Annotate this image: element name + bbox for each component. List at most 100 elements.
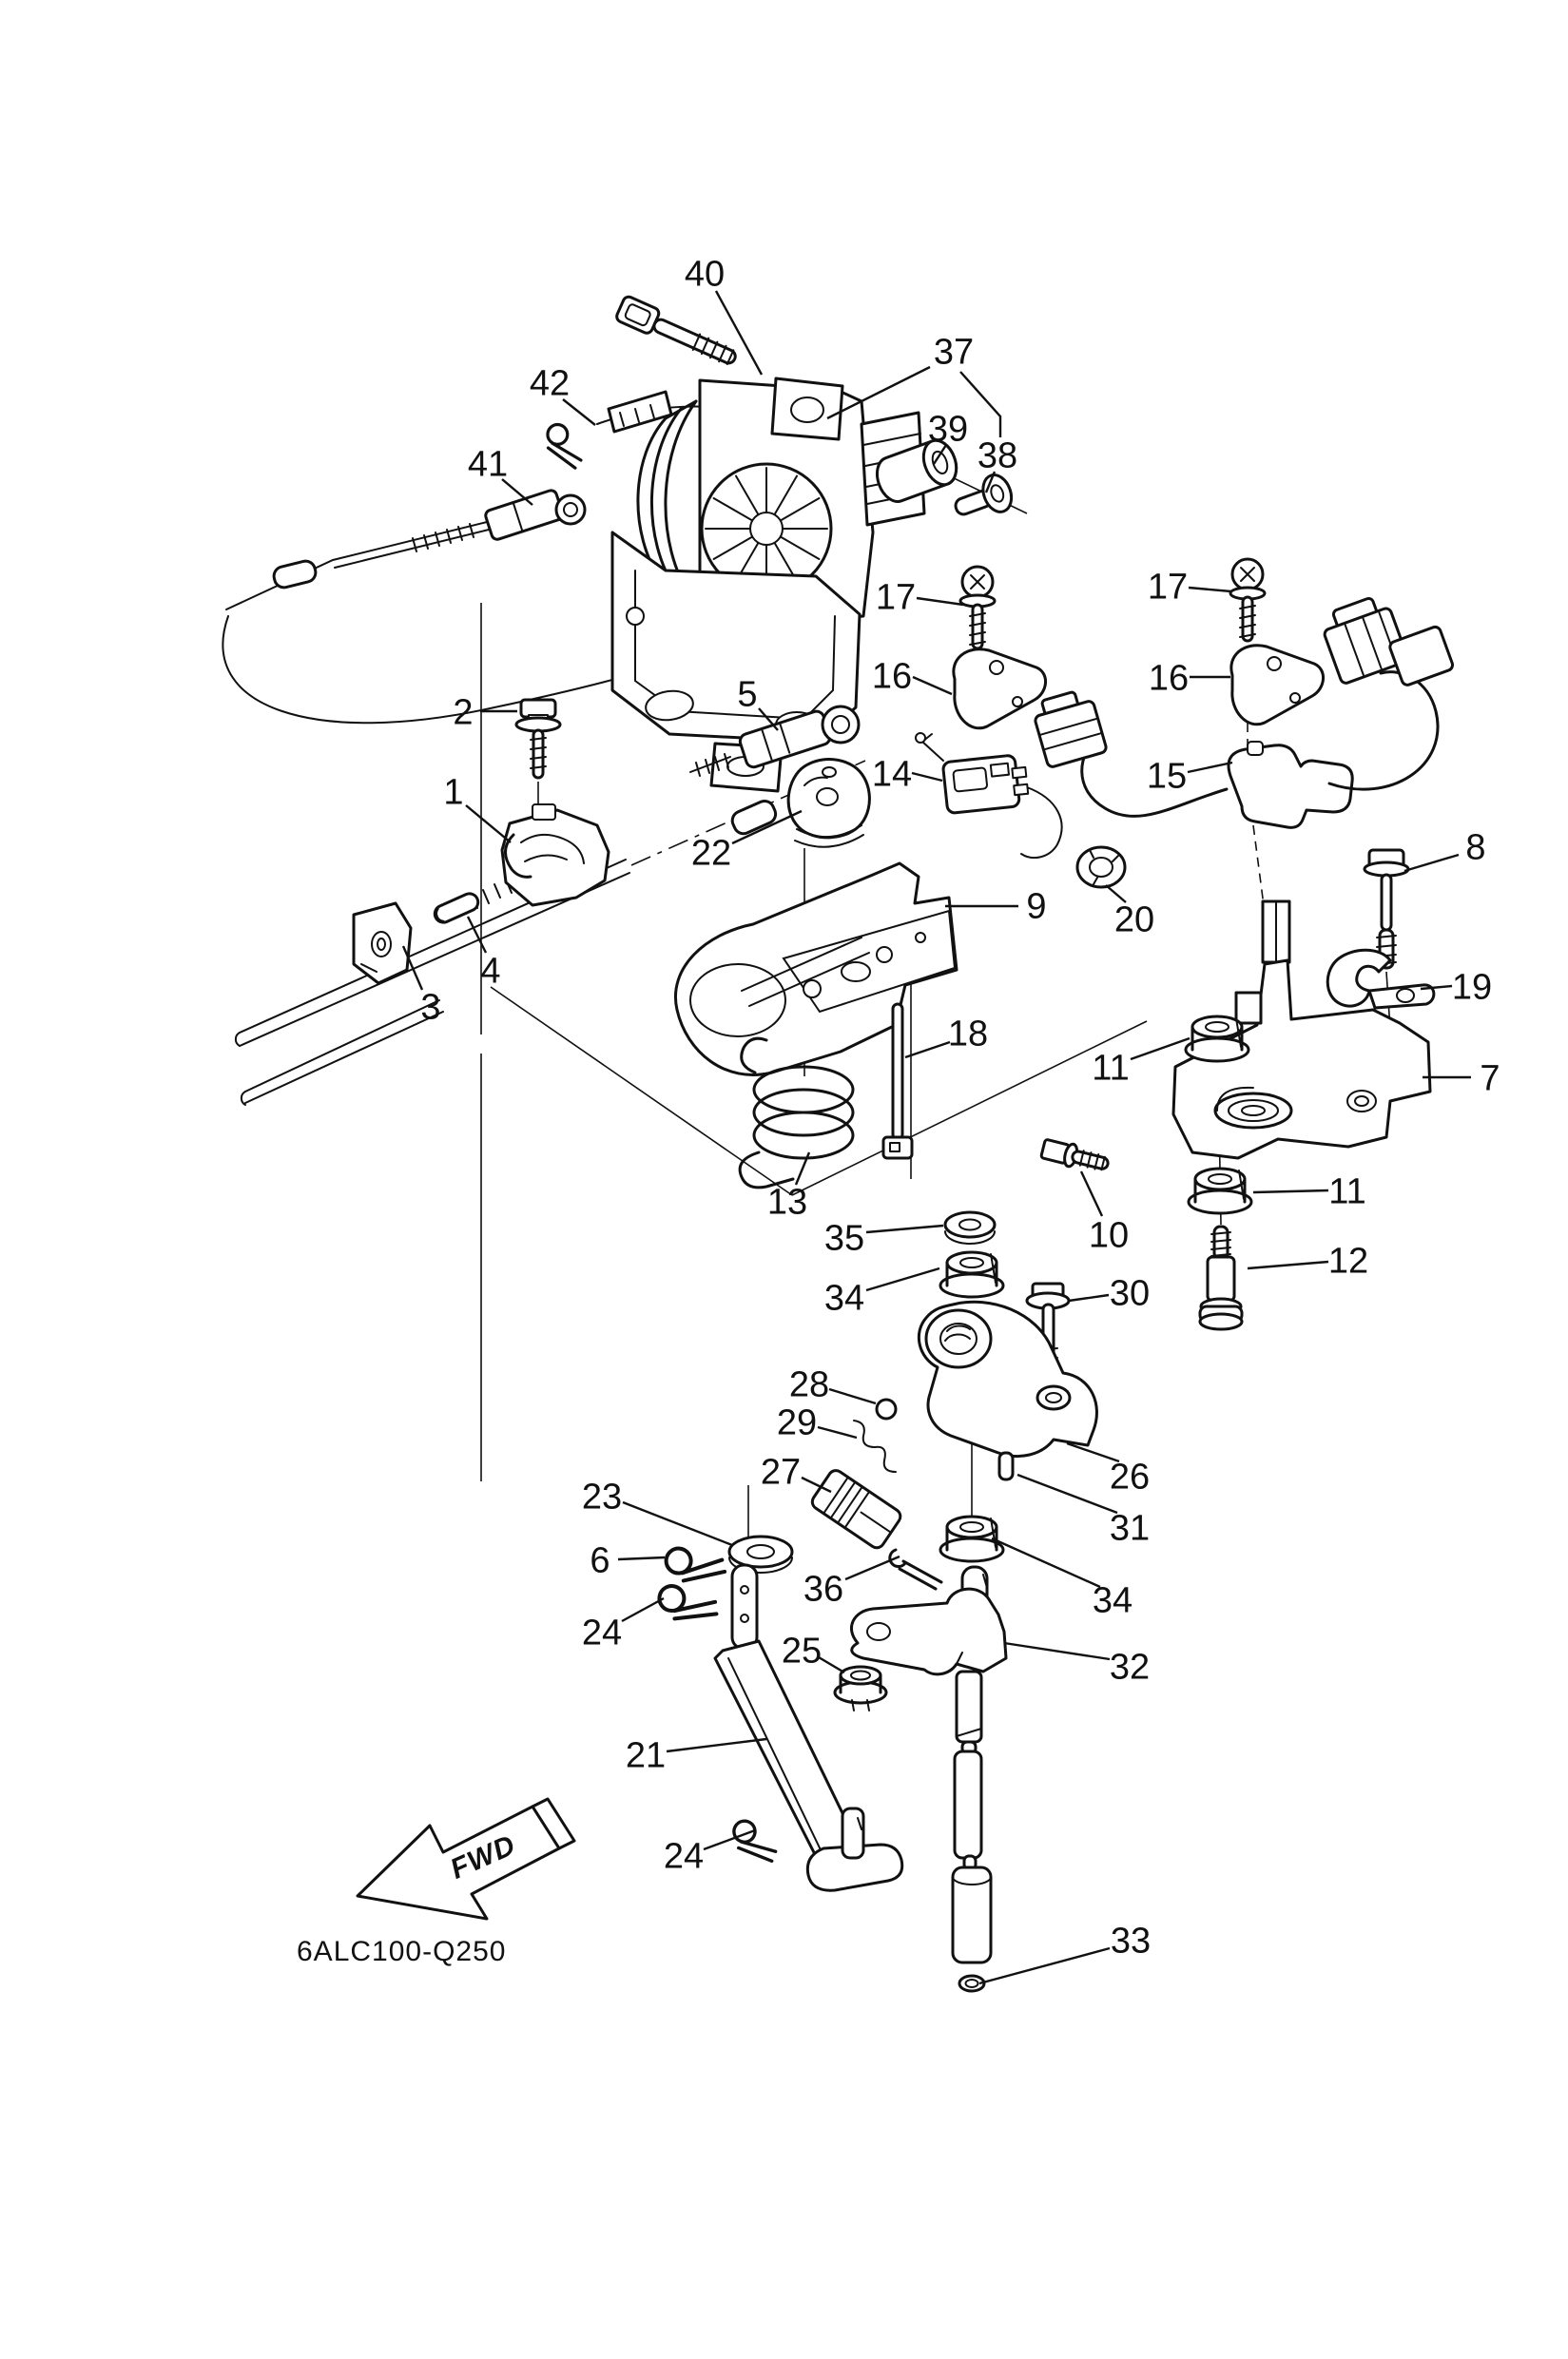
leader-line-13 — [794, 1151, 811, 1186]
part-label-42: 42 — [530, 363, 570, 403]
neutral-switch-14 — [915, 732, 1063, 860]
leader-line-19 — [1420, 984, 1453, 991]
plate-16-right — [1229, 644, 1326, 726]
bracket-7 — [1171, 899, 1432, 1160]
part-label-16-right: 16 — [1149, 658, 1189, 698]
leader-line-34-lower — [991, 1537, 1101, 1589]
part-label-39: 39 — [928, 409, 968, 449]
leader-line-6 — [617, 1556, 666, 1561]
leader-line-15 — [1187, 761, 1233, 774]
control-lever-9 — [674, 861, 958, 1076]
part-label-24-lower: 24 — [664, 1836, 704, 1876]
leader-line-16-left — [912, 675, 953, 696]
leader-line-33 — [978, 1946, 1111, 1985]
leader-line-31 — [1016, 1473, 1118, 1515]
bolt-38 — [954, 474, 1014, 516]
part-label-28: 28 — [789, 1364, 829, 1404]
part-label-21: 21 — [626, 1735, 666, 1775]
part-label-29: 29 — [777, 1402, 817, 1442]
dowel-pin-31 — [997, 1451, 1015, 1481]
leader-line-22 — [731, 809, 803, 845]
leader-line-3 — [401, 945, 424, 991]
lock-washer-20 — [1075, 845, 1127, 889]
leader-line-42 — [562, 398, 596, 426]
part-label-24-upper: 24 — [582, 1613, 622, 1653]
leader-line-4 — [466, 916, 488, 954]
detent-spring-29 — [853, 1420, 897, 1473]
part-label-1: 1 — [443, 772, 463, 812]
leader-line-8 — [1403, 853, 1460, 873]
part-label-31: 31 — [1110, 1508, 1150, 1548]
washer-23 — [727, 1535, 794, 1574]
part-label-12: 12 — [1328, 1241, 1368, 1281]
leader-line-34-upper — [865, 1267, 940, 1292]
leader-line-38 — [984, 471, 997, 493]
leader-line-40 — [714, 290, 764, 376]
part-label-37: 37 — [934, 332, 974, 372]
part-label-23: 23 — [582, 1477, 622, 1517]
leader-line-28 — [828, 1387, 877, 1405]
part-label-5: 5 — [737, 674, 757, 714]
part-label-15: 15 — [1147, 756, 1187, 796]
shift-arm-32 — [850, 1565, 1008, 1964]
plate-16-left — [952, 648, 1048, 730]
leader-line-12 — [1247, 1260, 1329, 1270]
cable-joint-link-5 — [689, 705, 861, 777]
part-label-4: 4 — [480, 951, 500, 991]
leader-line-37 — [826, 365, 931, 420]
leader-line-24-lower — [703, 1828, 756, 1851]
part-label-11-lower: 11 — [1328, 1171, 1365, 1211]
part-label-19: 19 — [1452, 967, 1492, 1007]
leader-line-11-lower — [1252, 1189, 1329, 1194]
lower-rod — [240, 999, 444, 1106]
leader-line-17-left — [916, 596, 964, 607]
leader-line-26 — [1066, 1441, 1120, 1463]
part-label-30: 30 — [1110, 1273, 1150, 1313]
leader-line-1 — [465, 804, 512, 843]
part-label-27: 27 — [761, 1452, 801, 1492]
leader-line-5 — [758, 707, 779, 731]
o-ring-33 — [958, 1974, 986, 1993]
part-label-16-left: 16 — [872, 656, 912, 696]
bolt-40 — [615, 295, 737, 365]
leader-line-32 — [1003, 1641, 1111, 1661]
leader-line-10 — [1079, 1170, 1104, 1217]
clip-6 — [662, 1545, 729, 1587]
leader-line-29 — [817, 1425, 858, 1440]
bushing-11-upper — [1184, 1015, 1250, 1063]
part-label-17-right: 17 — [1148, 567, 1188, 607]
leader-line-18 — [904, 1040, 951, 1059]
part-label-8: 8 — [1465, 827, 1485, 867]
shift-rod-21 — [713, 1563, 904, 1892]
leader-line-27 — [801, 1476, 832, 1494]
screw-10 — [1039, 1138, 1110, 1171]
cotter-pin-36 — [888, 1548, 943, 1591]
part-label-33: 33 — [1111, 1921, 1151, 1961]
part-label-41: 41 — [468, 444, 508, 484]
part-label-7: 7 — [1480, 1058, 1500, 1098]
leader-line-41 — [501, 478, 533, 506]
bushing-34-upper — [939, 1250, 1005, 1299]
part-label-25: 25 — [782, 1631, 822, 1671]
part-label-34-upper: 34 — [824, 1278, 864, 1318]
anchor-bracket-3 — [352, 901, 413, 985]
diagram-code: 6ALC100-Q250 — [297, 1936, 506, 1967]
part-label-11-upper: 11 — [1092, 1048, 1129, 1088]
part-label-32: 32 — [1110, 1647, 1150, 1687]
pin-4 — [433, 892, 480, 924]
detent-ball-28 — [875, 1398, 898, 1421]
part-label-13: 13 — [767, 1182, 807, 1222]
tiller-arm-26 — [917, 1300, 1098, 1458]
clip-24-lower — [724, 1814, 784, 1872]
bushing-11-lower — [1187, 1167, 1253, 1215]
leader-line-25 — [818, 1655, 845, 1674]
screw-17-left — [958, 565, 997, 650]
leader-line-23 — [622, 1500, 733, 1547]
leader-line-21 — [666, 1737, 767, 1753]
leader-line-35 — [865, 1224, 944, 1234]
part-label-9: 9 — [1026, 886, 1046, 926]
clip-24-upper — [653, 1581, 723, 1630]
sensor-15-body — [1227, 741, 1354, 829]
bolt-2 — [514, 698, 562, 780]
